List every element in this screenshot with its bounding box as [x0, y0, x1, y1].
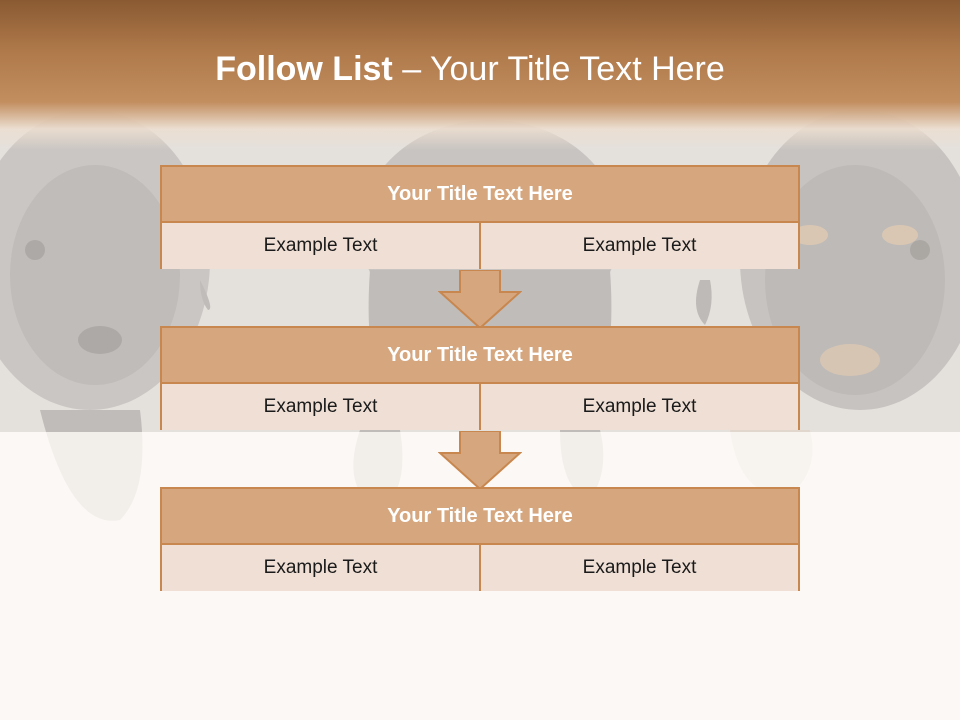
down-arrow-icon [438, 270, 522, 330]
list-box-2: Your Title Text Here Example Text Exampl… [160, 326, 800, 430]
down-arrow-icon [438, 431, 522, 491]
slide-title: Follow List – Your Title Text Here [0, 50, 940, 89]
box-row: Example Text Example Text [162, 384, 798, 430]
slide-title-bold: Follow List [215, 50, 393, 88]
box-cell-right: Example Text [479, 384, 798, 430]
header-band [0, 0, 960, 150]
box-cell-left: Example Text [162, 384, 479, 430]
box-title: Your Title Text Here [162, 328, 798, 384]
slide-title-rest: – Your Title Text Here [392, 50, 725, 88]
box-cell-left: Example Text [162, 545, 479, 591]
box-cell-right: Example Text [479, 545, 798, 591]
box-title: Your Title Text Here [162, 489, 798, 545]
box-title: Your Title Text Here [162, 167, 798, 223]
list-box-3: Your Title Text Here Example Text Exampl… [160, 487, 800, 591]
box-cell-right: Example Text [479, 223, 798, 269]
list-box-1: Your Title Text Here Example Text Exampl… [160, 165, 800, 269]
box-row: Example Text Example Text [162, 223, 798, 269]
box-cell-left: Example Text [162, 223, 479, 269]
box-row: Example Text Example Text [162, 545, 798, 591]
